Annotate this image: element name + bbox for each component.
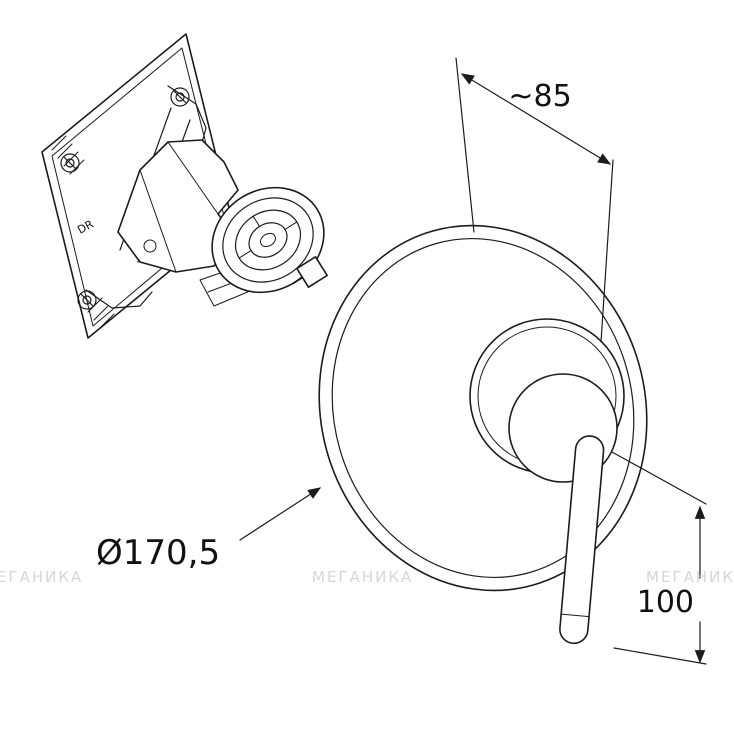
trim-plate-rim-edge <box>331 237 635 579</box>
diameter-dimension-label: Ø170,5 <box>96 533 220 573</box>
trim-plate-drawing <box>318 224 648 645</box>
depth-dimension-label: ~85 <box>508 79 571 114</box>
hatching-top-left <box>51 135 85 175</box>
dimension-depth-85: ~85 <box>455 57 614 343</box>
screw-top <box>170 87 190 107</box>
extension-line <box>613 647 707 665</box>
screw-bottom <box>77 290 97 310</box>
extension-line <box>455 57 475 233</box>
dimension-diameter: Ø170,5 <box>96 487 322 573</box>
screw-left <box>60 153 80 173</box>
spindle-stub <box>292 256 328 288</box>
cartridge-rings <box>211 186 325 294</box>
housing-stamp-text: DR <box>75 217 96 236</box>
watermarks: МЕГАНИКА МЕГАНИКА МЕГАНИКА <box>0 568 734 586</box>
watermark-text: МЕГАНИКА <box>312 568 413 586</box>
valve-housing <box>117 139 239 273</box>
lever-handle <box>559 435 605 645</box>
extension-line <box>600 159 614 343</box>
watermark-text: МЕГАНИКА <box>0 568 83 586</box>
watermark-text: МЕГАНИКА <box>646 568 734 586</box>
dimension-lever-100: 100 <box>611 451 707 665</box>
concealed-valve-drawing: DR <box>41 33 328 339</box>
lever-length-label: 100 <box>637 585 694 620</box>
extension-line <box>611 451 707 505</box>
leader-line <box>239 487 322 541</box>
dimension-line <box>460 73 612 165</box>
